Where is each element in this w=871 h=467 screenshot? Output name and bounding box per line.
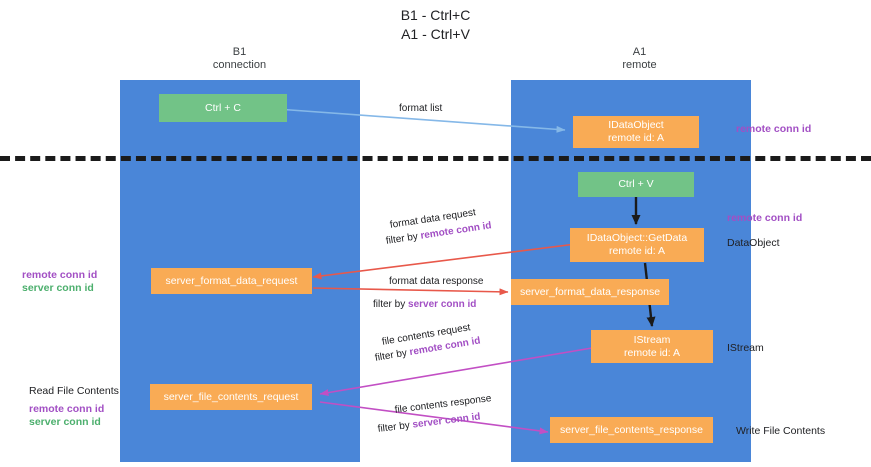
annotation-left-read-file-contents: Read File Contents xyxy=(29,385,119,397)
lane-header-a1: A1 remote xyxy=(552,46,727,72)
annotation-left-bottom-server-conn-id: server conn id xyxy=(29,416,101,428)
annotation-right-dataobject: DataObject xyxy=(727,237,780,249)
box-server-file-contents-response[interactable]: server_file_contents_response xyxy=(550,417,713,443)
box-server-file-contents-request-label: server_file_contents_request xyxy=(163,390,299,403)
box-idataobject-line2: remote id: A xyxy=(607,132,665,144)
annotation-right-istream: IStream xyxy=(727,342,764,354)
annotation-right-remote-conn-id-top: remote conn id xyxy=(736,123,812,135)
annotation-left-server-conn-id: server conn id xyxy=(22,282,94,294)
edge-file-contents-response xyxy=(319,401,549,435)
edge-file-contents-request xyxy=(319,347,593,397)
box-server-file-contents-request[interactable]: server_file_contents_request xyxy=(150,384,312,410)
edge-format-data-response xyxy=(312,287,509,296)
edge-format-list xyxy=(276,108,566,133)
box-istream-line2: remote id: A xyxy=(623,346,681,359)
box-server-format-data-response[interactable]: server_format_data_response xyxy=(511,279,669,305)
box-ctrl-c[interactable]: Ctrl + C xyxy=(159,94,287,122)
page-title: B1 - Ctrl+C A1 - Ctrl+V xyxy=(0,6,871,44)
box-server-format-data-request[interactable]: server_format_data_request xyxy=(151,268,312,294)
phase-divider xyxy=(0,156,871,161)
annotation-left-bottom-remote-conn-id: remote conn id xyxy=(29,403,105,415)
box-idataobject-line1: IDataObject xyxy=(608,119,664,131)
title-line-2: A1 - Ctrl+V xyxy=(401,26,470,42)
edge-label-format-list: format list xyxy=(399,103,443,114)
box-istream[interactable]: IStream remote id: A xyxy=(591,330,713,363)
annotation-right-remote-conn-id-mid: remote conn id xyxy=(727,212,803,224)
annotation-right-write-file-contents: Write File Contents xyxy=(736,425,826,437)
box-getdata-line2: remote id: A xyxy=(608,245,666,257)
edge-label-format-data-response: format data response xyxy=(389,276,484,287)
box-idataobject[interactable]: IDataObject remote id: A xyxy=(573,116,699,148)
lane-header-b1-name: B1 xyxy=(232,46,247,58)
box-ctrl-v-label: Ctrl + V xyxy=(618,178,654,190)
title-line-1: B1 - Ctrl+C xyxy=(400,7,471,23)
box-idataobject-getdata[interactable]: IDataObject::GetData remote id: A xyxy=(570,228,704,262)
box-server-file-contents-response-label: server_file_contents_response xyxy=(559,423,703,436)
box-server-format-data-request-label: server_format_data_request xyxy=(165,274,298,287)
lane-header-a1-name: A1 xyxy=(632,46,647,58)
filter-prefix-2: filter by xyxy=(373,299,409,310)
edge-label-format-data-response-filter: filter by server conn id xyxy=(373,298,476,311)
box-istream-line1: IStream xyxy=(633,333,671,346)
box-server-format-data-response-label: server_format_data_response xyxy=(519,285,661,298)
lane-header-b1: B1 connection xyxy=(152,46,327,72)
box-ctrl-c-label: Ctrl + C xyxy=(205,101,241,114)
box-ctrl-v[interactable]: Ctrl + V xyxy=(578,172,694,197)
edge-format-data-request xyxy=(312,243,577,280)
filter-key-server-conn-id-1: server conn id xyxy=(408,299,477,310)
lane-header-a1-sub: remote xyxy=(622,59,657,71)
lane-header-b1-sub: connection xyxy=(212,59,267,71)
annotation-left-remote-conn-id: remote conn id xyxy=(22,269,98,281)
box-getdata-line1: IDataObject::GetData xyxy=(586,232,688,244)
